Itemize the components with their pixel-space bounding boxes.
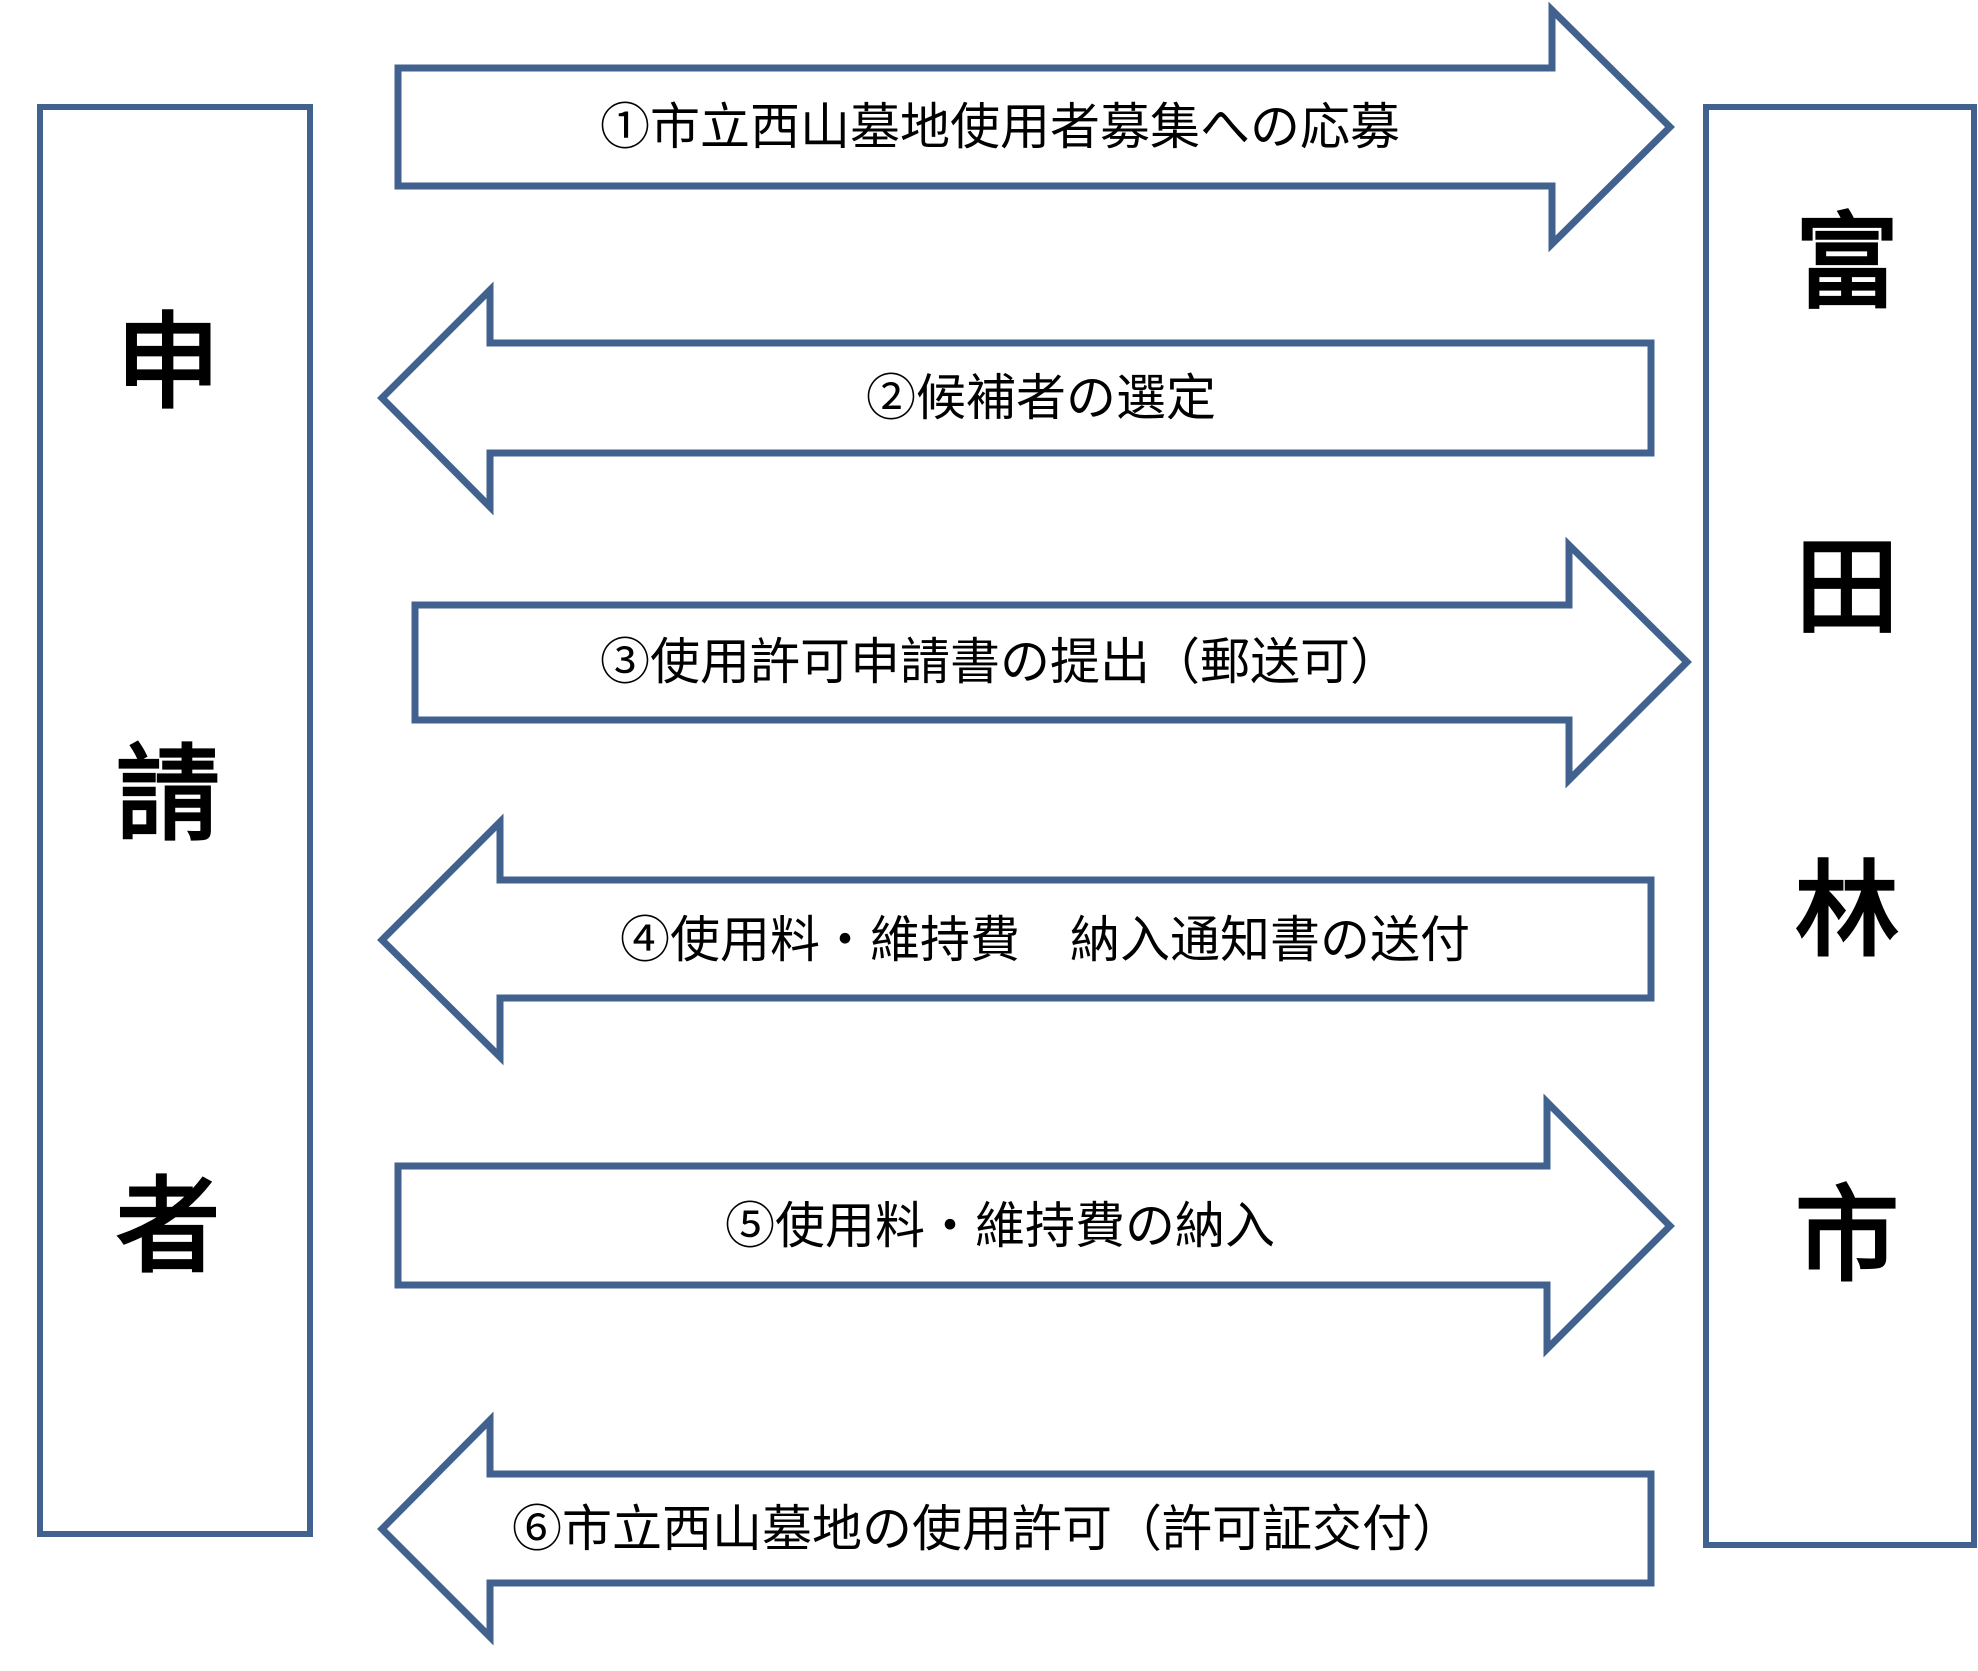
city-char-3: 林: [1795, 849, 1899, 972]
step-6-label: ⑥市立西山墓地の使用許可（許可証交付）: [512, 1500, 1462, 1558]
step-4-label: ④使用料・維持費 納入通知書の送付: [620, 911, 1470, 969]
step-1-arrow-shape: [394, 1, 1675, 253]
step-1-arrow: ①市立西山墓地使用者募集への応募: [394, 1, 1675, 253]
applicant-box: [37, 104, 313, 1537]
step-5-label: ⑤使用料・維持費の納入: [725, 1197, 1275, 1255]
applicant-char-3: 者: [116, 1165, 220, 1288]
step-4-arrow: ④使用料・維持費 納入通知書の送付: [377, 813, 1655, 1066]
step-3-arrow: ③使用許可申請書の提出（郵送可）: [411, 536, 1692, 789]
step-2-arrow-shape: [377, 281, 1655, 516]
step-6-arrow-shape: [377, 1411, 1655, 1646]
step-1-label: ①市立西山墓地使用者募集への応募: [600, 98, 1400, 156]
step-6-arrow: ⑥市立西山墓地の使用許可（許可証交付）: [377, 1411, 1655, 1646]
step-5-arrow-shape: [394, 1093, 1675, 1358]
applicant-party: 申 請 者: [37, 104, 313, 1537]
applicant-char-1: 申: [116, 301, 220, 424]
applicant-char-2: 請: [116, 733, 220, 856]
city-box: [1703, 104, 1977, 1548]
city-party: 富 田 林 市: [1703, 104, 1977, 1548]
step-5-arrow: ⑤使用料・維持費の納入: [394, 1093, 1675, 1358]
step-3-label: ③使用許可申請書の提出（郵送可）: [600, 633, 1400, 691]
step-2-label: ②候補者の選定: [866, 369, 1216, 427]
step-4-arrow-shape: [377, 813, 1655, 1066]
city-char-1: 富: [1795, 201, 1899, 324]
step-2-arrow: ②候補者の選定: [377, 281, 1655, 516]
city-char-2: 田: [1795, 526, 1899, 649]
step-3-arrow-shape: [411, 536, 1692, 789]
city-char-4: 市: [1795, 1174, 1899, 1297]
